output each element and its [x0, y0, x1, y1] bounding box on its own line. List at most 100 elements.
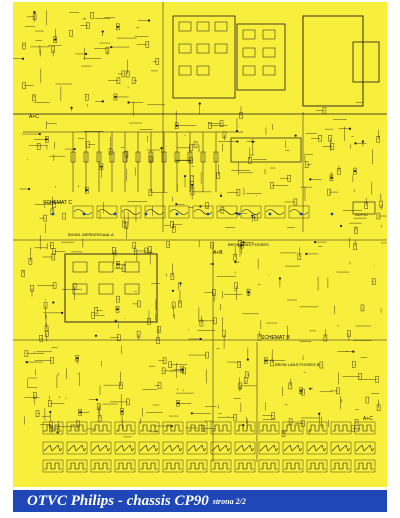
junction-dot	[116, 25, 119, 28]
component-box	[116, 261, 120, 268]
component-box	[113, 93, 118, 101]
component-box	[282, 441, 304, 455]
component-box	[293, 198, 298, 206]
component-box	[328, 135, 332, 142]
marker-dot	[299, 212, 303, 216]
waveform	[92, 462, 110, 470]
waveform	[140, 462, 158, 470]
junction-dot	[211, 262, 214, 266]
junction-dot	[236, 140, 239, 143]
component-box	[282, 459, 304, 473]
component-box	[86, 141, 90, 148]
marker-dot	[82, 212, 86, 216]
junction-dot	[100, 165, 103, 168]
component-box	[96, 403, 101, 410]
component-box	[270, 359, 274, 367]
component-box	[178, 300, 182, 308]
waveform	[332, 424, 350, 432]
component-box	[148, 246, 152, 253]
component-box	[264, 205, 286, 219]
component-box	[136, 330, 141, 338]
component-box	[168, 361, 173, 368]
component-box	[304, 161, 309, 168]
component-box	[170, 221, 174, 228]
component-box	[124, 222, 129, 229]
junction-dot	[160, 146, 163, 150]
net-label-top: A+C	[29, 114, 39, 120]
waveform	[260, 462, 278, 470]
component-box	[96, 205, 118, 219]
component-box	[50, 242, 54, 249]
component-box	[62, 212, 66, 220]
waveform	[164, 424, 182, 432]
waveform	[43, 444, 63, 452]
junction-dot	[352, 350, 355, 353]
component-box	[205, 351, 209, 359]
component-box	[376, 212, 381, 220]
component-box	[187, 151, 193, 163]
component-box	[53, 36, 57, 43]
component-box	[120, 205, 142, 219]
waveform	[356, 462, 374, 470]
waveform	[235, 444, 255, 452]
junction-dot	[85, 52, 88, 56]
component-box	[186, 421, 208, 435]
junction-dot	[199, 337, 202, 341]
net-label-mid: A+B	[213, 250, 223, 256]
junction-dot	[33, 11, 36, 14]
waveform	[289, 209, 309, 215]
component-box	[43, 301, 48, 309]
component-box	[121, 265, 126, 272]
junction-dot	[147, 19, 151, 22]
junction-dot	[183, 175, 187, 178]
component-box	[33, 392, 37, 399]
waveform	[332, 462, 350, 470]
section-label-bron-lans-b: BRON LANS POSSES B	[275, 362, 320, 367]
component-box	[66, 441, 88, 455]
waveform	[265, 209, 285, 215]
component-box	[157, 382, 162, 389]
section-label-schemat-b: SCHEMAT B	[261, 335, 290, 341]
component-box	[32, 13, 37, 21]
component-box	[262, 65, 276, 76]
junction-dot	[330, 176, 333, 179]
component-box	[240, 205, 262, 219]
junction-dot	[190, 412, 193, 415]
junction-dot	[181, 368, 184, 371]
junction-dot	[21, 57, 25, 60]
component-box	[45, 330, 49, 337]
marker-dot	[113, 212, 117, 216]
component-box	[219, 120, 224, 127]
marker-dot	[268, 212, 272, 216]
component-box	[72, 283, 77, 290]
junction-dot	[179, 282, 182, 285]
junction-dot	[361, 140, 364, 143]
component-box	[42, 421, 64, 435]
component-box	[347, 330, 351, 337]
component-box	[210, 441, 232, 455]
junction-dot	[353, 169, 357, 173]
waveform	[44, 462, 62, 470]
component-box	[178, 65, 192, 76]
component-box	[365, 396, 370, 404]
component-box	[28, 258, 33, 265]
component-box	[234, 441, 256, 455]
component-box	[376, 404, 381, 412]
component-box	[196, 65, 210, 76]
component-box	[319, 361, 324, 369]
component-box	[193, 141, 198, 148]
component-box	[96, 151, 102, 163]
component-box	[148, 151, 154, 163]
junction-dot	[49, 410, 52, 414]
junction-dot	[175, 124, 178, 127]
marker-dot	[206, 212, 210, 216]
component-box	[144, 205, 166, 219]
component-box	[124, 283, 140, 295]
component-box	[85, 94, 89, 101]
section-label-werkergaal: BV06/L WERKERGAAL A	[68, 232, 114, 237]
component-box	[116, 23, 120, 31]
component-box	[212, 289, 216, 296]
component-box	[242, 65, 256, 76]
component-box	[83, 151, 89, 163]
waveform	[284, 424, 302, 432]
